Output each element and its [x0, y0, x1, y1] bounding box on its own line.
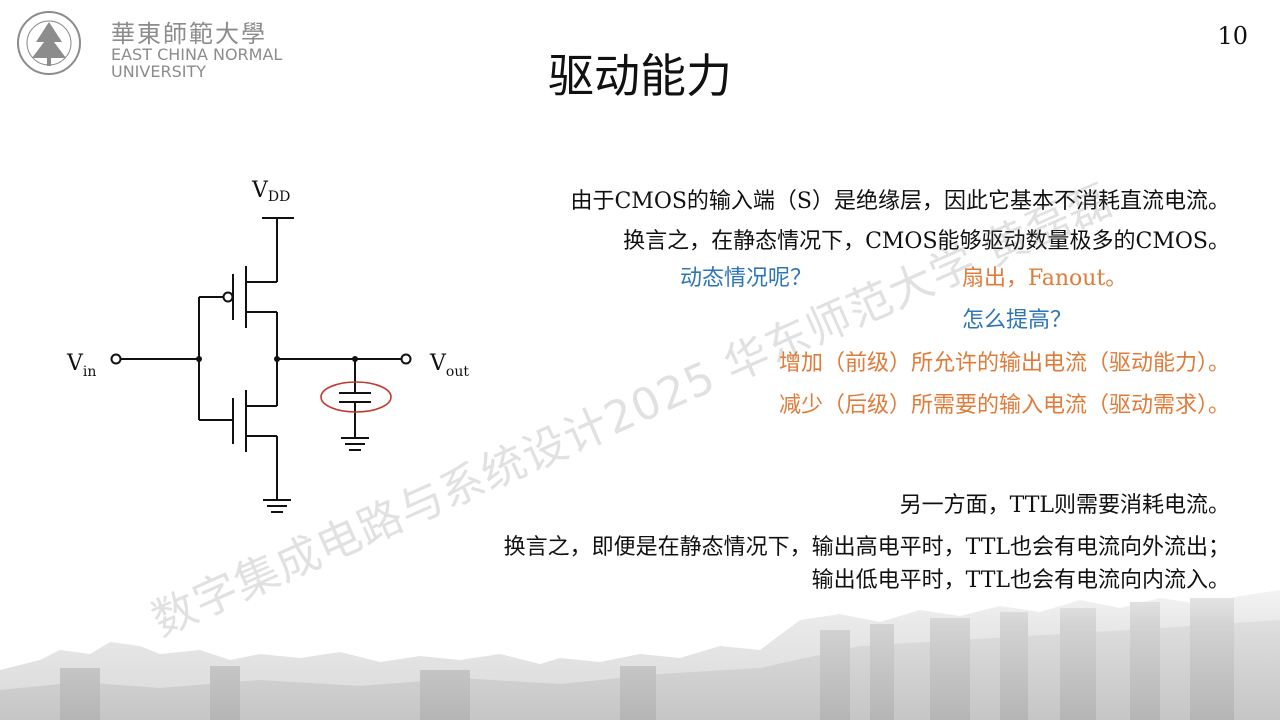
campus-skyline-background: [0, 550, 1280, 720]
text-cmos-insulating: 由于CMOS的输入端（S）是绝缘层，因此它基本不消耗直流电流。: [570, 189, 1230, 214]
text-ttl-low-output: 输出低电平时，TTL也会有电流向内流入。: [811, 568, 1230, 593]
vdd-label: VDD: [251, 178, 290, 205]
question-improve: 怎么提高？: [962, 308, 1073, 333]
text-increase-output-current: 增加（前级）所允许的输出电流（驱动能力）。: [778, 351, 1230, 376]
university-name-en-line2: UNIVERSITY: [111, 62, 206, 81]
load-capacitor-highlight: [320, 381, 392, 413]
text-ttl-high-output: 换言之，即便是在静态情况下，输出高电平时，TTL也会有电流向外流出；: [503, 535, 1230, 560]
page-number: 10: [1217, 22, 1248, 50]
university-logo: 華東師範大學 EAST CHINA NORMAL UNIVERSITY: [14, 8, 294, 80]
text-cmos-static-drive: 换言之，在静态情况下，CMOS能够驱动数量极多的CMOS。: [623, 229, 1230, 254]
vout-label: Vout: [429, 351, 469, 380]
text-ttl-consumes: 另一方面，TTL则需要消耗电流。: [899, 493, 1230, 518]
university-seal-icon: [17, 11, 81, 75]
university-name-cn: 華東師範大學: [111, 20, 267, 48]
question-dynamic: 动态情况呢？: [680, 266, 813, 291]
university-name-en-line1: EAST CHINA NORMAL: [111, 45, 283, 64]
vin-label: Vin: [66, 351, 96, 380]
university-name-en: EAST CHINA NORMAL UNIVERSITY: [111, 46, 282, 80]
slide-title: 驱动能力: [548, 49, 732, 103]
answer-fanout: 扇出，Fanout。: [962, 266, 1128, 291]
cmos-inverter-circuit: VDD Vin Vout: [66, 178, 469, 513]
text-decrease-input-current: 减少（后级）所需要的输入电流（驱动需求）。: [778, 393, 1230, 418]
